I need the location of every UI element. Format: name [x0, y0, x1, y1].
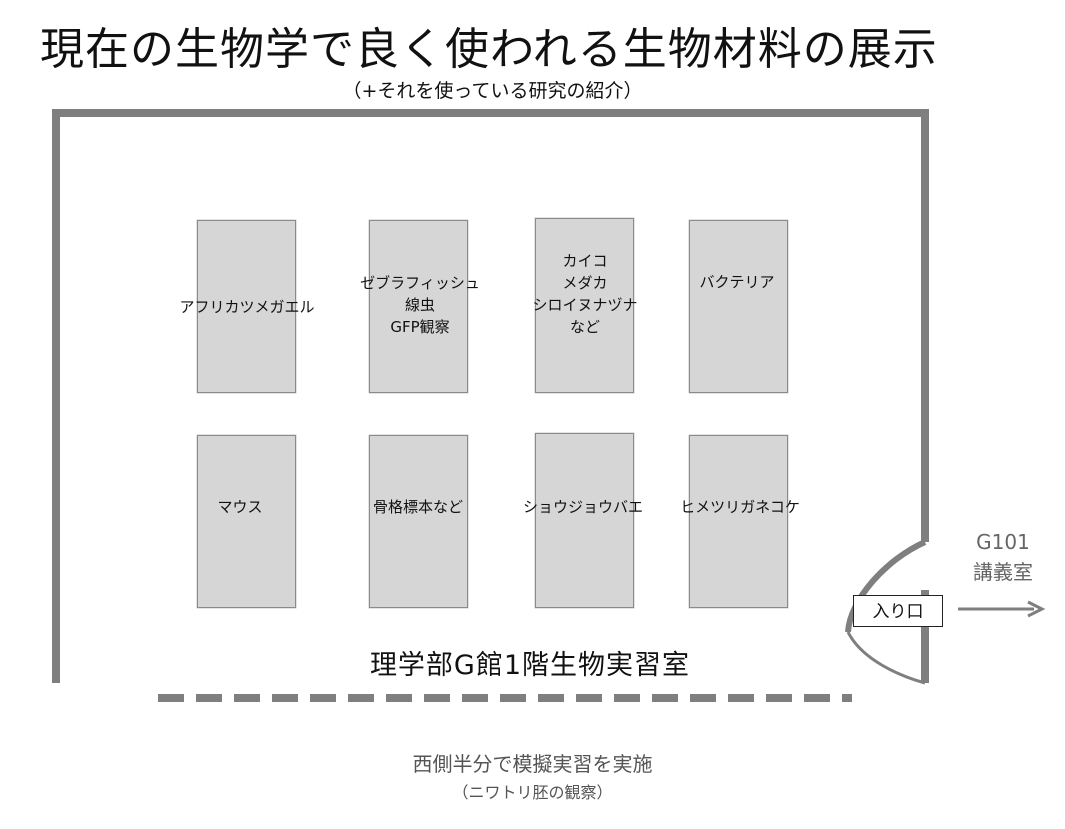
exhibit-label-1: アフリカツメガエル	[179, 298, 315, 316]
exhibit-label-6: 骨格標本など	[372, 498, 464, 516]
exhibit-table-5	[197, 435, 296, 608]
arrow-head-icon	[1027, 600, 1046, 618]
exhibit-label-4: バクテリア	[699, 273, 775, 291]
exhibit-label-7: ショウジョウバエ	[522, 498, 644, 516]
page-subtitle: （+それを使っている研究の紹介）	[342, 80, 643, 102]
exhibit-table-8	[689, 435, 788, 608]
exhibit-table-1	[197, 220, 296, 393]
next-room-label: G101 講義室	[973, 530, 1033, 584]
note-label: 西側半分で模擬実習を実施	[412, 752, 653, 776]
exhibit-label-8: ヒメツリガネコケ	[680, 498, 800, 516]
exhibit-table-2	[369, 220, 468, 393]
exhibit-label-3: カイコ メダカ シロイヌナヅナ など	[532, 252, 638, 336]
page-title: 現在の生物学で良く使われる生物材料の展示	[40, 24, 938, 75]
exhibit-table-3	[535, 218, 634, 393]
door-swing-arc-lower	[846, 631, 926, 685]
exhibit-table-4	[689, 220, 788, 393]
note-sub-label: （ニワトリ胚の観察）	[452, 783, 613, 802]
room-walls	[52, 109, 929, 683]
door-swing-arc	[845, 539, 927, 633]
exhibit-table-6	[369, 435, 468, 608]
exhibit-label-5: マウス	[217, 498, 263, 516]
exhibit-table-7	[535, 433, 634, 608]
exhibit-label-2: ゼブラフィッシュ 線虫 GFP観察	[360, 274, 480, 336]
entrance-label: 入り口	[853, 595, 943, 627]
room-name-label: 理学部G館1階生物実習室	[369, 650, 691, 681]
